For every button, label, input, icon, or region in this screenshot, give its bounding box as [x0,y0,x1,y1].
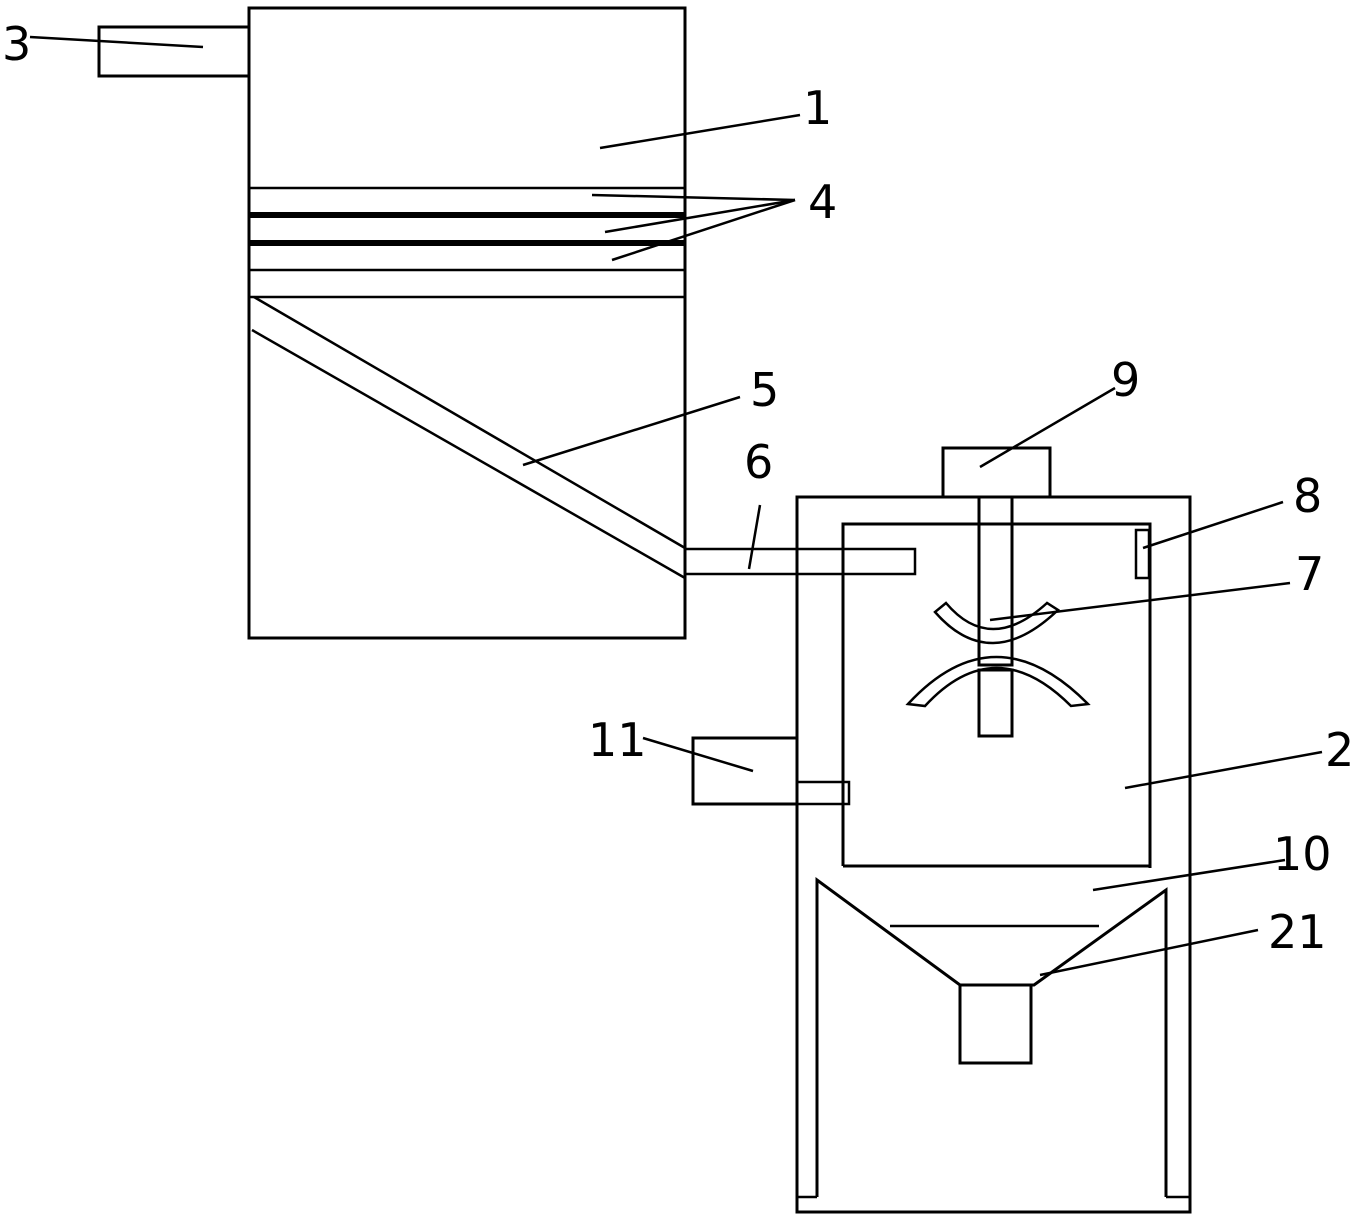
label-1: 1 [803,81,832,135]
label-5: 5 [750,363,779,417]
label-21: 21 [1268,905,1327,959]
inlet-pipe [97,25,249,78]
sensor [1134,528,1151,580]
inclined-plate [251,295,686,580]
label-2: 2 [1325,723,1354,777]
label-3: 3 [2,17,31,71]
stirring-blades [905,601,1091,708]
label-7: 7 [1295,547,1324,601]
label-4: 4 [808,175,837,229]
transfer-pipe [683,547,917,576]
label-6: 6 [744,435,773,489]
part-labels: 3 1 4 5 6 9 8 7 11 2 10 21 [2,17,1354,959]
motor [941,446,1052,499]
label-10: 10 [1273,827,1332,881]
label-8: 8 [1293,469,1322,523]
label-9: 9 [1111,353,1140,407]
stirring-shaft [977,495,1014,738]
leader-lines [29,35,1323,977]
lower-tank [795,495,1192,1214]
side-pump [691,736,851,806]
filter-layers [249,186,685,299]
funnel [797,877,1190,1199]
label-11: 11 [588,713,647,767]
upper-tank [247,6,687,640]
